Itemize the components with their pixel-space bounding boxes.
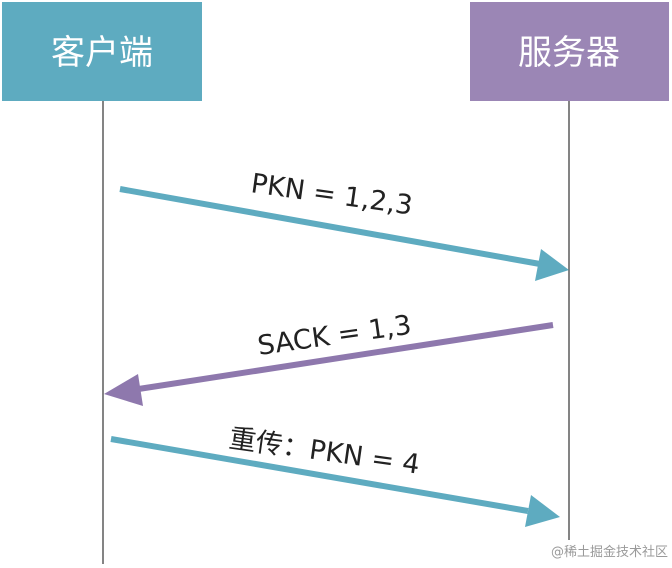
message-pkn-123: PKN = 1,2,3 [119, 168, 569, 281]
message-arrow-line [110, 436, 529, 514]
message-label: 重传：PKN = 4 [227, 423, 422, 480]
server-box [470, 2, 669, 101]
client-label: 客户端 [51, 33, 153, 73]
client-box [2, 2, 202, 101]
arrowhead [535, 249, 569, 281]
watermark: @稀土掘金技术社区 [551, 544, 668, 560]
message-retransmit-pkn-4: 重传：PKN = 4 [110, 423, 560, 527]
arrowhead [525, 495, 560, 527]
message-arrow-line [119, 186, 541, 267]
message-sack-13: SACK = 1,3 [104, 310, 554, 406]
message-arrow-line [131, 322, 554, 393]
server-label: 服务器 [518, 33, 620, 73]
message-label: SACK = 1,3 [256, 310, 414, 362]
arrowhead [104, 374, 143, 406]
